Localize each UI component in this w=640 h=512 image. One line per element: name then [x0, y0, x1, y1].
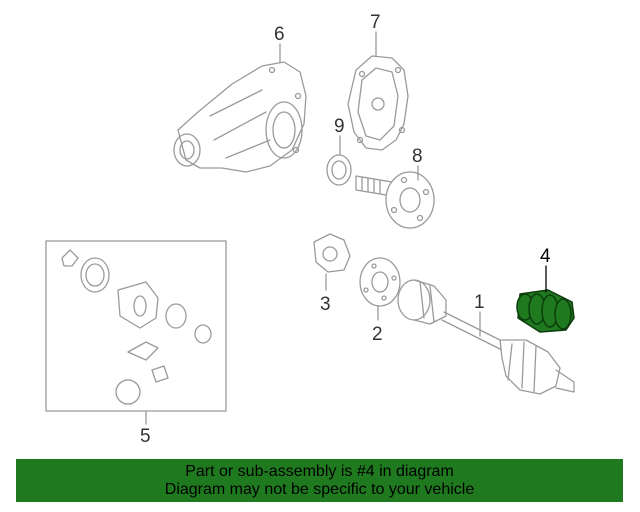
part-3-nut[interactable] — [313, 233, 351, 273]
part-2-flange[interactable] — [359, 257, 401, 307]
callout-4: 4 — [540, 246, 551, 267]
part-6-differential-housing[interactable] — [173, 61, 307, 173]
callout-9: 9 — [334, 116, 345, 137]
part-5-boot-kit[interactable] — [45, 240, 227, 412]
callout-7: 7 — [370, 12, 381, 33]
callout-6: 6 — [274, 24, 285, 45]
callout-1: 1 — [474, 292, 485, 313]
banner-line-1: Part or sub-assembly is #4 in diagram — [185, 462, 454, 480]
callout-8: 8 — [412, 146, 423, 167]
part-7-cover[interactable] — [347, 55, 409, 151]
part-1-axle-shaft[interactable] — [397, 279, 575, 395]
leader-lines — [145, 31, 547, 425]
part-4-boot[interactable] — [516, 289, 575, 333]
part-9-seal[interactable] — [326, 154, 352, 186]
callout-5: 5 — [140, 426, 151, 447]
callout-2: 2 — [372, 324, 383, 345]
callout-3: 3 — [320, 294, 331, 315]
info-banner: Part or sub-assembly is #4 in diagram Di… — [16, 459, 623, 502]
banner-line-2: Diagram may not be specific to your vehi… — [164, 480, 475, 498]
part-8-flange[interactable] — [355, 171, 435, 229]
parts-diagram: 6 7 9 8 3 2 1 4 5 — [45, 12, 575, 447]
